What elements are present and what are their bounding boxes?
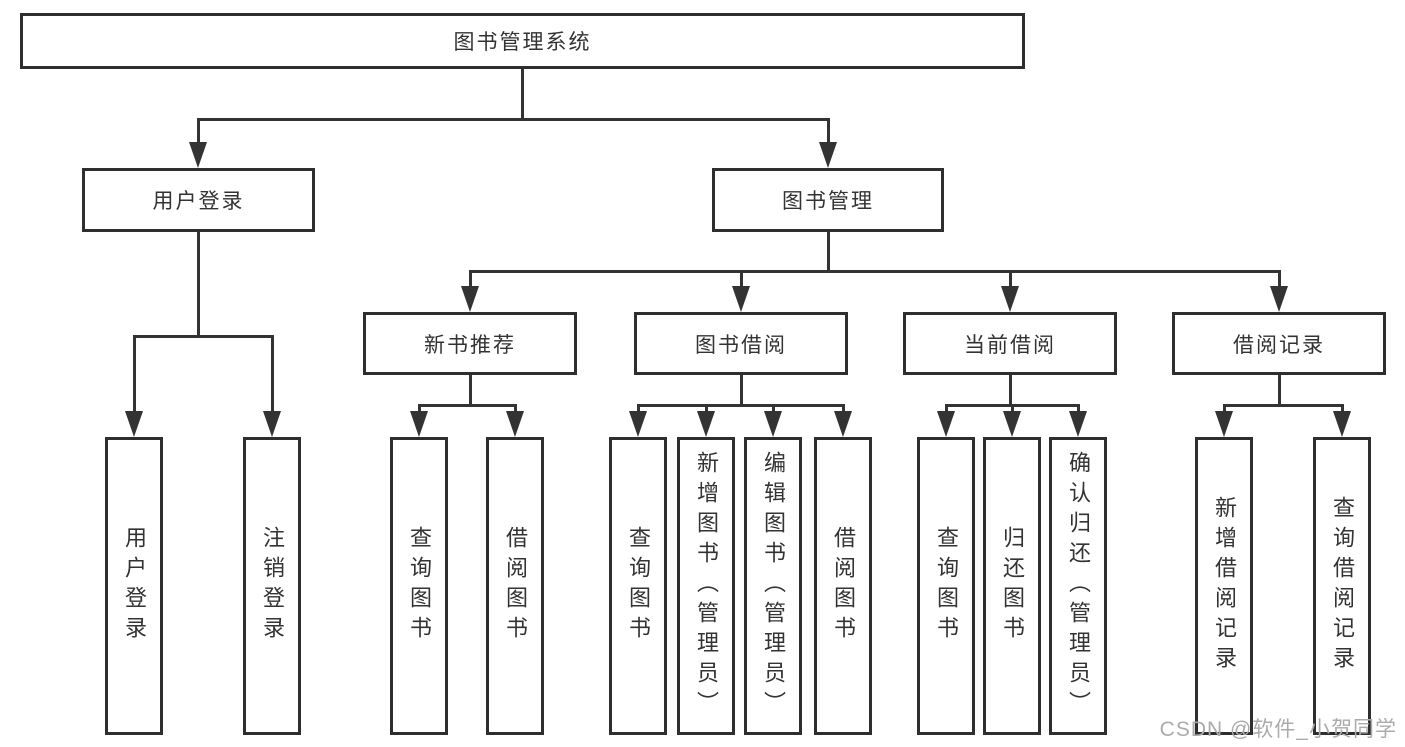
- node-cb-query-book: 查询图书: [917, 437, 975, 735]
- connector-borrow-split-stub-1: [704, 405, 708, 415]
- arrowhead-borrow-split-1: [697, 411, 715, 437]
- connector-login-split-stub-0: [132, 336, 136, 415]
- node-br-add-record: 新增借阅记录: [1195, 437, 1253, 735]
- node-label-bb-borrow-book: 借阅图书: [831, 526, 856, 646]
- connector-records-split-stub-0: [1222, 405, 1226, 415]
- arrowhead-records-split-1: [1333, 411, 1351, 437]
- node-label-system-root: 图书管理系统: [453, 31, 592, 54]
- node-cb-return-book: 归还图书: [983, 437, 1041, 735]
- connector-borrow-split-rail: [636, 403, 845, 407]
- node-label-book-management: 图书管理: [782, 190, 874, 213]
- connector-mgmt-split-rail: [468, 269, 1281, 273]
- arrowhead-rec-split-0: [410, 411, 428, 437]
- node-bb-query-book: 查询图书: [609, 437, 667, 735]
- connector-current-split-stub-1: [1010, 405, 1014, 415]
- node-label-book-borrowing: 图书借阅: [695, 333, 787, 357]
- node-rec-query-book: 查询图书: [390, 437, 448, 735]
- connector-borrow-split-drop: [739, 375, 743, 405]
- connector-borrow-split-stub-2: [771, 405, 775, 415]
- node-label-user-login: 用户登录: [152, 190, 245, 213]
- node-label-cb-return-book: 归还图书: [1000, 526, 1025, 646]
- node-label-rec-query-book: 查询图书: [407, 526, 432, 646]
- node-system-root: 图书管理系统: [20, 13, 1025, 69]
- arrowhead-root-split-0: [189, 142, 207, 168]
- node-label-cb-confirm-return-admin: 确认归还（管理员）: [1066, 451, 1091, 721]
- node-current-borrowing: 当前借阅: [903, 312, 1117, 375]
- connector-root-split-stub-1: [826, 119, 830, 146]
- node-br-query-record: 查询借阅记录: [1313, 437, 1371, 735]
- connector-rec-split-rail: [417, 403, 517, 407]
- arrowhead-borrow-split-2: [764, 411, 782, 437]
- arrowhead-root-split-1: [819, 142, 837, 168]
- node-user-login: 用户登录: [82, 168, 315, 232]
- node-rec-borrow-book: 借阅图书: [486, 437, 544, 735]
- connector-rec-split-stub-1: [513, 405, 517, 415]
- node-label-new-book-recommend: 新书推荐: [424, 333, 516, 357]
- connector-root-split-drop: [520, 69, 524, 119]
- arrowhead-current-split-2: [1069, 411, 1087, 437]
- connector-current-split-drop: [1008, 375, 1012, 405]
- node-cb-confirm-return-admin: 确认归还（管理员）: [1049, 437, 1107, 735]
- node-label-borrowing-records: 借阅记录: [1233, 333, 1325, 357]
- connector-root-split-rail: [196, 117, 830, 121]
- node-label-cb-query-book: 查询图书: [934, 526, 959, 646]
- arrowhead-borrow-split-0: [629, 411, 647, 437]
- watermark: CSDN @软件_小贺同学: [1159, 718, 1397, 741]
- node-label-bb-add-book-admin: 新增图书（管理员）: [694, 451, 719, 721]
- connector-login-split-drop: [196, 232, 200, 336]
- node-label-rec-borrow-book: 借阅图书: [503, 526, 528, 646]
- connector-mgmt-split-stub-3: [1277, 271, 1281, 290]
- node-book-management: 图书管理: [712, 168, 944, 232]
- connector-mgmt-split-stub-2: [1008, 271, 1012, 290]
- node-label-br-add-record: 新增借阅记录: [1212, 496, 1237, 676]
- connector-rec-split-stub-0: [417, 405, 421, 415]
- arrowhead-borrow-split-3: [834, 411, 852, 437]
- arrowhead-mgmt-split-2: [1001, 286, 1019, 312]
- connector-current-split-stub-0: [944, 405, 948, 415]
- arrowhead-login-split-0: [125, 411, 143, 437]
- connector-records-split-rail: [1222, 403, 1344, 407]
- arrowhead-records-split-0: [1215, 411, 1233, 437]
- node-label-logout-action: 注销登录: [260, 526, 285, 646]
- connector-mgmt-split-stub-1: [739, 271, 743, 290]
- node-bb-add-book-admin: 新增图书（管理员）: [677, 437, 735, 735]
- connector-records-split-stub-1: [1340, 405, 1344, 415]
- connector-mgmt-split-drop: [826, 232, 830, 271]
- arrowhead-mgmt-split-1: [732, 286, 750, 312]
- arrowhead-current-split-1: [1003, 411, 1021, 437]
- node-bb-edit-book-admin: 编辑图书（管理员）: [744, 437, 802, 735]
- node-logout-action: 注销登录: [243, 437, 301, 735]
- arrowhead-current-split-0: [937, 411, 955, 437]
- node-book-borrowing: 图书借阅: [634, 312, 848, 375]
- connector-login-split-stub-1: [270, 336, 274, 415]
- node-label-bb-edit-book-admin: 编辑图书（管理员）: [761, 451, 786, 721]
- arrowhead-login-split-1: [263, 411, 281, 437]
- connector-root-split-stub-0: [196, 119, 200, 146]
- connector-borrow-split-stub-0: [636, 405, 640, 415]
- node-borrowing-records: 借阅记录: [1172, 312, 1386, 375]
- connector-mgmt-split-stub-0: [468, 271, 472, 290]
- arrowhead-mgmt-split-0: [461, 286, 479, 312]
- connector-borrow-split-stub-3: [841, 405, 845, 415]
- node-login-action: 用户登录: [105, 437, 163, 735]
- node-label-login-action: 用户登录: [122, 526, 147, 646]
- arrowhead-rec-split-1: [506, 411, 524, 437]
- connector-current-split-stub-2: [1076, 405, 1080, 415]
- node-label-br-query-record: 查询借阅记录: [1330, 496, 1355, 676]
- node-label-current-borrowing: 当前借阅: [964, 333, 1056, 357]
- connector-rec-split-drop: [468, 375, 472, 405]
- arrowhead-mgmt-split-3: [1270, 286, 1288, 312]
- node-bb-borrow-book: 借阅图书: [814, 437, 872, 735]
- node-label-bb-query-book: 查询图书: [626, 526, 651, 646]
- node-new-book-recommend: 新书推荐: [363, 312, 577, 375]
- connector-records-split-drop: [1277, 375, 1281, 405]
- connector-login-split-rail: [132, 334, 274, 338]
